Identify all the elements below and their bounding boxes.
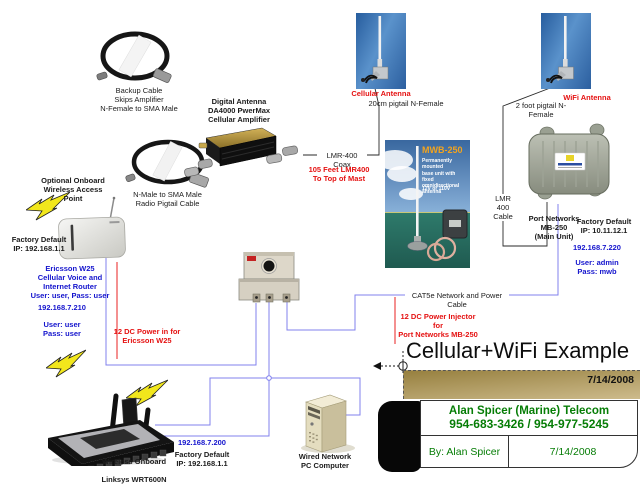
- linksys-name-label: Wireless Onboard: [101, 457, 167, 466]
- date-cell: 7/14/2008: [549, 446, 597, 458]
- pigtail-cable-label: N-Male to SMA Male Radio Pigtail Cable: [133, 190, 202, 208]
- mwb250-name: MWB-250: [422, 145, 463, 155]
- wireless-signal-bolt-icon: [26, 191, 70, 221]
- wifi-pigtail-label: 2 foot pigtail N-Female: [515, 101, 567, 119]
- connector-pair-left-icon: [184, 158, 213, 177]
- lmr400-coax-label: LMR-400 Coax: [317, 151, 367, 169]
- author-cell: By: Alan Spicer: [421, 436, 509, 468]
- amplifier-image: [198, 127, 277, 167]
- wire-junction-node: [266, 375, 272, 381]
- wireless-signal-bolt-icon: [46, 349, 86, 378]
- wap-label: Optional Onboard Wireless Access Point: [41, 176, 105, 203]
- w25-desc-label: Ericsson W25 Cellular Voice and Internet…: [30, 264, 110, 300]
- cellular-antenna-image: [356, 13, 406, 89]
- mwb250-power: 12V or 110V: [422, 186, 451, 192]
- date-banner: 7/14/2008: [403, 370, 640, 399]
- mb250-creds-label: User: admin Pass: mwb: [575, 258, 619, 276]
- wireless-signal-bolt-icon: [126, 379, 168, 407]
- mwb250-desc: Permanently mounted base unit with fixed…: [422, 158, 460, 196]
- linksys-router-group: [46, 348, 178, 466]
- company-name: Alan Spicer (Marine) Telecom: [448, 405, 610, 417]
- backup-cable-label: Backup Cable Skips Amplifier N-Female to…: [100, 86, 178, 113]
- page-title: Cellular+WiFi Example: [406, 338, 630, 363]
- mwb250-sky: [385, 140, 470, 212]
- linksys-ip-label: 192.168.7.200: [178, 438, 226, 447]
- cat5e-label: CAT5e Network and Power Cable: [405, 291, 509, 309]
- w25-ip-label: 192.168.7.210: [38, 303, 86, 312]
- w25-device-image: [58, 196, 126, 260]
- wifi-antenna-label: WiFi Antenna: [563, 93, 611, 102]
- wifi-antenna-image: [541, 13, 591, 89]
- mwb250-product-image: MWB-250 Permanently mounted base unit wi…: [385, 140, 470, 268]
- title-block: Alan Spicer (Marine) Telecom 954-683-342…: [420, 400, 638, 468]
- mwb250-hardware: [407, 146, 468, 262]
- w25-power-label: 12 DC Power in for Ericsson W25: [113, 327, 181, 345]
- backup-cable-image: [96, 31, 172, 83]
- pc-tower-image: [301, 394, 355, 453]
- mb250-device-image: [528, 123, 610, 200]
- injector-device-image: [238, 252, 300, 303]
- mb250-ip-label: 192.168.7.220: [573, 243, 621, 252]
- w25-creds-label: User: user Pass: user: [43, 320, 81, 338]
- pc-label: Wired Network PC Computer: [298, 452, 352, 470]
- linksys-model-label: Linksys WRT600N: [101, 475, 167, 484]
- w25-factory-label: Factory Default IP: 192.168.1.1: [11, 235, 67, 253]
- banner-date: 7/14/2008: [587, 374, 634, 386]
- cellular-antenna-label: Cellular Antenna: [351, 89, 411, 98]
- injector-label: 12 DC Power Injector for Port Networks M…: [398, 312, 478, 339]
- cellular-pigtail-label: 20cm pigtail N-Female: [368, 99, 444, 108]
- amplifier-label: Digital Antenna DA4000 PwerMax Cellular …: [207, 97, 271, 124]
- linksys-factory-label: Factory Default IP: 192.168.1.1: [174, 450, 230, 468]
- mb250-factory-label: Factory Default IP: 10.11.12.1: [576, 217, 632, 235]
- title-block-clip: [378, 401, 422, 472]
- lmr400-run-label: 105 Feet LMR400 To Top of Mast: [308, 165, 370, 183]
- linksys-router-image: [48, 393, 174, 466]
- company-phones: 954-683-3426 / 954-977-5245: [449, 417, 609, 431]
- mb250-lmr-label: LMR 400 Cable: [486, 194, 520, 221]
- connector-pair-right-icon: [266, 145, 298, 164]
- mb250-name-label: Port Networks MB-250 (Main Unit): [528, 214, 580, 241]
- title-block-row: By: Alan Spicer 7/14/2008: [421, 435, 637, 468]
